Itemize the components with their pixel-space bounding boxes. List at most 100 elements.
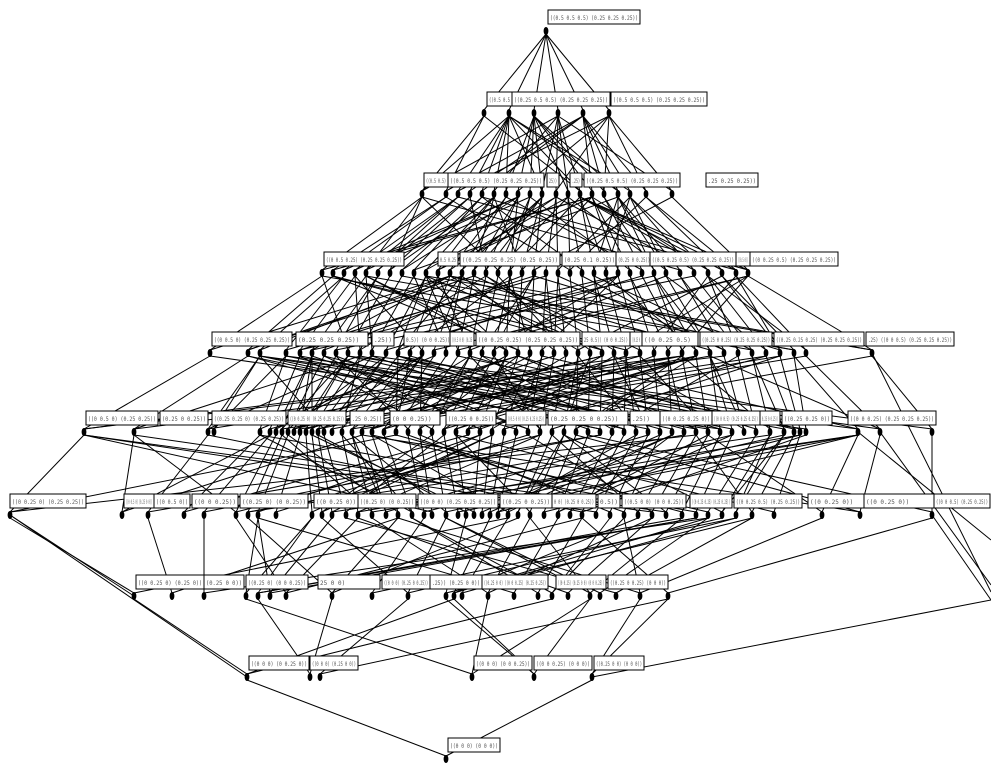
lattice-node — [303, 428, 309, 436]
lattice-node — [369, 592, 375, 600]
lattice-node — [637, 349, 643, 357]
node-label-box — [323, 251, 405, 267]
node-label: .25)) — [371, 331, 395, 347]
node-label-box — [153, 493, 191, 509]
lattice-node — [369, 511, 375, 519]
node-label-text: .25 0.25)) — [352, 416, 382, 423]
lattice-node — [315, 428, 321, 436]
lattice-node — [395, 349, 401, 357]
lattice-node — [453, 428, 459, 436]
node-label-text: ((0.25 0 0.25) (0 0 0)) — [610, 580, 666, 587]
lattice-edge — [413, 196, 483, 271]
node-label-box — [583, 172, 681, 188]
lattice-node — [417, 428, 423, 436]
lattice-node — [665, 349, 671, 357]
lattice-node — [733, 269, 739, 277]
lattice-node — [639, 269, 645, 277]
lattice-node — [705, 269, 711, 277]
lattice-node — [855, 428, 861, 436]
lattice-node — [491, 349, 497, 357]
lattice-node — [607, 511, 613, 519]
node-label-box — [191, 493, 239, 509]
node-label-text: ((0.25 0.25 0)) — [784, 416, 830, 423]
node-label-text: ((0.5 0.5) — [426, 178, 446, 185]
node-label-box — [933, 493, 991, 509]
lattice-node — [255, 592, 261, 600]
lattice-node — [81, 428, 87, 436]
lattice-node — [579, 269, 585, 277]
lattice-node — [369, 349, 375, 357]
lattice-node — [637, 592, 643, 600]
node-label: ((0 0.5 0)) — [153, 493, 191, 509]
node-label-box — [371, 331, 395, 347]
node-label-text: ((0.25 0) (0 0.25)) — [242, 499, 306, 506]
lattice-node — [613, 592, 619, 600]
lattice-node — [487, 511, 493, 519]
node-label-text: ((0.25 0.25 0) (0.25 0.25)) — [214, 416, 284, 423]
lattice-node — [719, 511, 725, 519]
lattice-node — [507, 269, 513, 277]
lattice-node — [431, 349, 437, 357]
node-label-text: .25) ((0 0 0.5) (0.25 0.25 0.25)) — [868, 337, 952, 344]
lattice-node — [455, 190, 461, 198]
lattice-node — [635, 511, 641, 519]
lattice-node — [459, 269, 465, 277]
lattice-node — [551, 349, 557, 357]
lattice-node — [291, 428, 297, 436]
lattice-node — [791, 349, 797, 357]
node-label-text: (0.25 0 0.25)) — [162, 416, 206, 423]
node-label: ((0 0.25 0.25) (0.25 0.25 0.25)) — [475, 331, 581, 347]
lattice-edge — [591, 599, 991, 678]
lattice-node — [869, 349, 875, 357]
node-label: .25 0.25)) — [349, 410, 385, 426]
node-label-text: ((0.5 0 0) (0.25 — [452, 337, 472, 344]
node-label-text: ((0 0.25 0.25) (0.25 0.25 0.25)) — [478, 337, 578, 344]
node-label-text: .25 0.25 0.25)) — [708, 178, 756, 185]
lattice-node — [495, 511, 501, 519]
node-label-text: (0.25 0 0.25)) — [618, 257, 650, 264]
node-label-text: ((0 0.25 0) (0.25 0.25 0.25)) — [290, 416, 344, 423]
node-label-box — [473, 655, 533, 671]
lattice-node — [877, 428, 883, 436]
lattice-node — [319, 511, 325, 519]
lattice-node — [321, 428, 327, 436]
lattice-node — [483, 269, 489, 277]
lattice-edge — [508, 115, 581, 192]
node-label-text: ((0 0.25 0)) — [316, 499, 356, 506]
lattice-node — [573, 428, 579, 436]
lattice-node — [611, 349, 617, 357]
node-label-text: ((0 0.25 0)) — [866, 499, 909, 506]
lattice-node — [609, 428, 615, 436]
node-label-box — [445, 410, 497, 426]
node-label-box — [865, 331, 955, 347]
node-label-text: ((0 0.25 0) (0.25 0)) — [138, 580, 202, 587]
lattice-edge — [541, 115, 559, 192]
lattice-node — [555, 511, 561, 519]
lattice-node — [383, 349, 389, 357]
node-label-box — [417, 493, 499, 509]
node-label: ((0 0.5 0) (0.25 0.25)) — [85, 410, 159, 426]
node-label: ((0 0 0) (0 0 0.25)) — [473, 655, 533, 671]
node-label-text: ((0 0 0) (0.25 0 0)) — [312, 661, 356, 668]
node-label: ((0.25 0) (0 0.25)) — [357, 493, 417, 509]
node-label-box — [533, 655, 593, 671]
node-label-text: ((0 0.5 0) (0.25 0.25 0.25)) — [214, 337, 290, 344]
lattice-node — [321, 349, 327, 357]
node-label: (0.25 0.25 0.25)) — [295, 331, 369, 347]
node-label: ((0 0 0.25) (0 0 0)) — [533, 655, 593, 671]
node-label: ((0 0.25 0)) — [313, 493, 359, 509]
node-label-text: ((0 0 0) (0 0 0.25)) — [476, 661, 530, 668]
lattice-node — [693, 349, 699, 357]
node-label-text: ((0.25 0 0) (0 0 0)) — [596, 661, 642, 668]
lattice-node — [233, 511, 239, 519]
node-label: ((0.5 0.5) — [423, 172, 449, 188]
lattice-node — [549, 592, 555, 600]
lattice-node — [745, 269, 751, 277]
node-label: ((0 0.25 0.5) (0.25 0.25)) — [733, 493, 803, 509]
lattice-node — [491, 190, 497, 198]
lattice-node — [633, 428, 639, 436]
lattice-node — [591, 269, 597, 277]
node-label-text: ((0 0.25) (0.25 0 0) (0 0 0.25)) — [558, 580, 604, 587]
lattice-node — [443, 511, 449, 519]
